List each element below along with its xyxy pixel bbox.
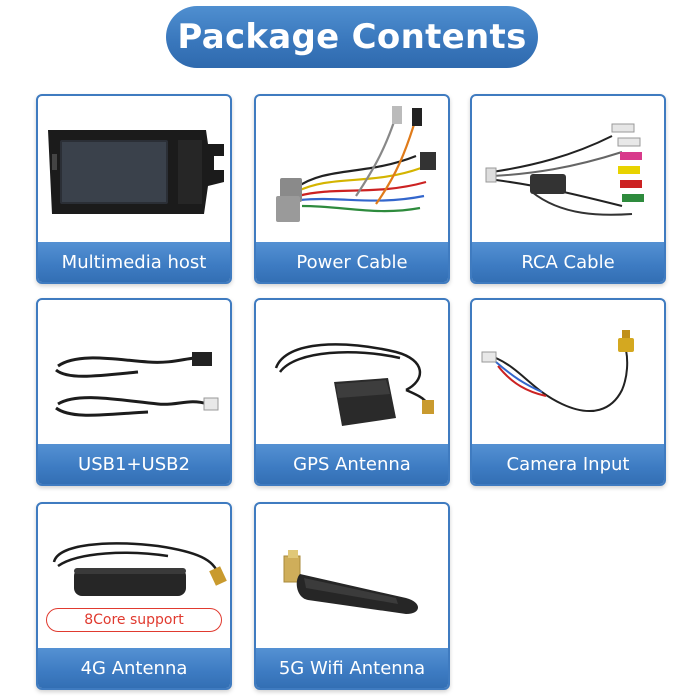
item-card-usb: USB1+USB2 bbox=[36, 298, 232, 486]
item-card-4g-antenna: 8Core support 4G Antenna bbox=[36, 502, 232, 690]
item-label: 4G Antenna bbox=[38, 648, 230, 688]
4g-antenna-image bbox=[38, 504, 230, 652]
item-label: USB1+USB2 bbox=[38, 444, 230, 484]
item-card-multimedia-host: Multimedia host bbox=[36, 94, 232, 284]
item-card-gps-antenna: GPS Antenna bbox=[254, 298, 450, 486]
usb-cables-image bbox=[38, 300, 230, 448]
item-label: 5G Wifi Antenna bbox=[256, 648, 448, 688]
item-label: GPS Antenna bbox=[256, 444, 448, 484]
item-label: Power Cable bbox=[256, 242, 448, 282]
item-card-power-cable: Power Cable bbox=[254, 94, 450, 284]
8core-support-badge: 8Core support bbox=[46, 608, 222, 632]
item-card-5g-wifi-antenna: 5G Wifi Antenna bbox=[254, 502, 450, 690]
camera-input-cable-image bbox=[472, 300, 664, 448]
item-card-rca-cable: RCA Cable bbox=[470, 94, 666, 284]
item-label: Multimedia host bbox=[38, 242, 230, 282]
page-title: Package Contents bbox=[166, 6, 538, 68]
power-cable-image bbox=[256, 96, 448, 246]
item-label: Camera Input bbox=[472, 444, 664, 484]
5g-wifi-antenna-image bbox=[256, 504, 448, 652]
gps-antenna-image bbox=[256, 300, 448, 448]
multimedia-host-image bbox=[38, 96, 230, 246]
item-card-camera-input: Camera Input bbox=[470, 298, 666, 486]
item-label: RCA Cable bbox=[472, 242, 664, 282]
rca-cable-image bbox=[472, 96, 664, 246]
